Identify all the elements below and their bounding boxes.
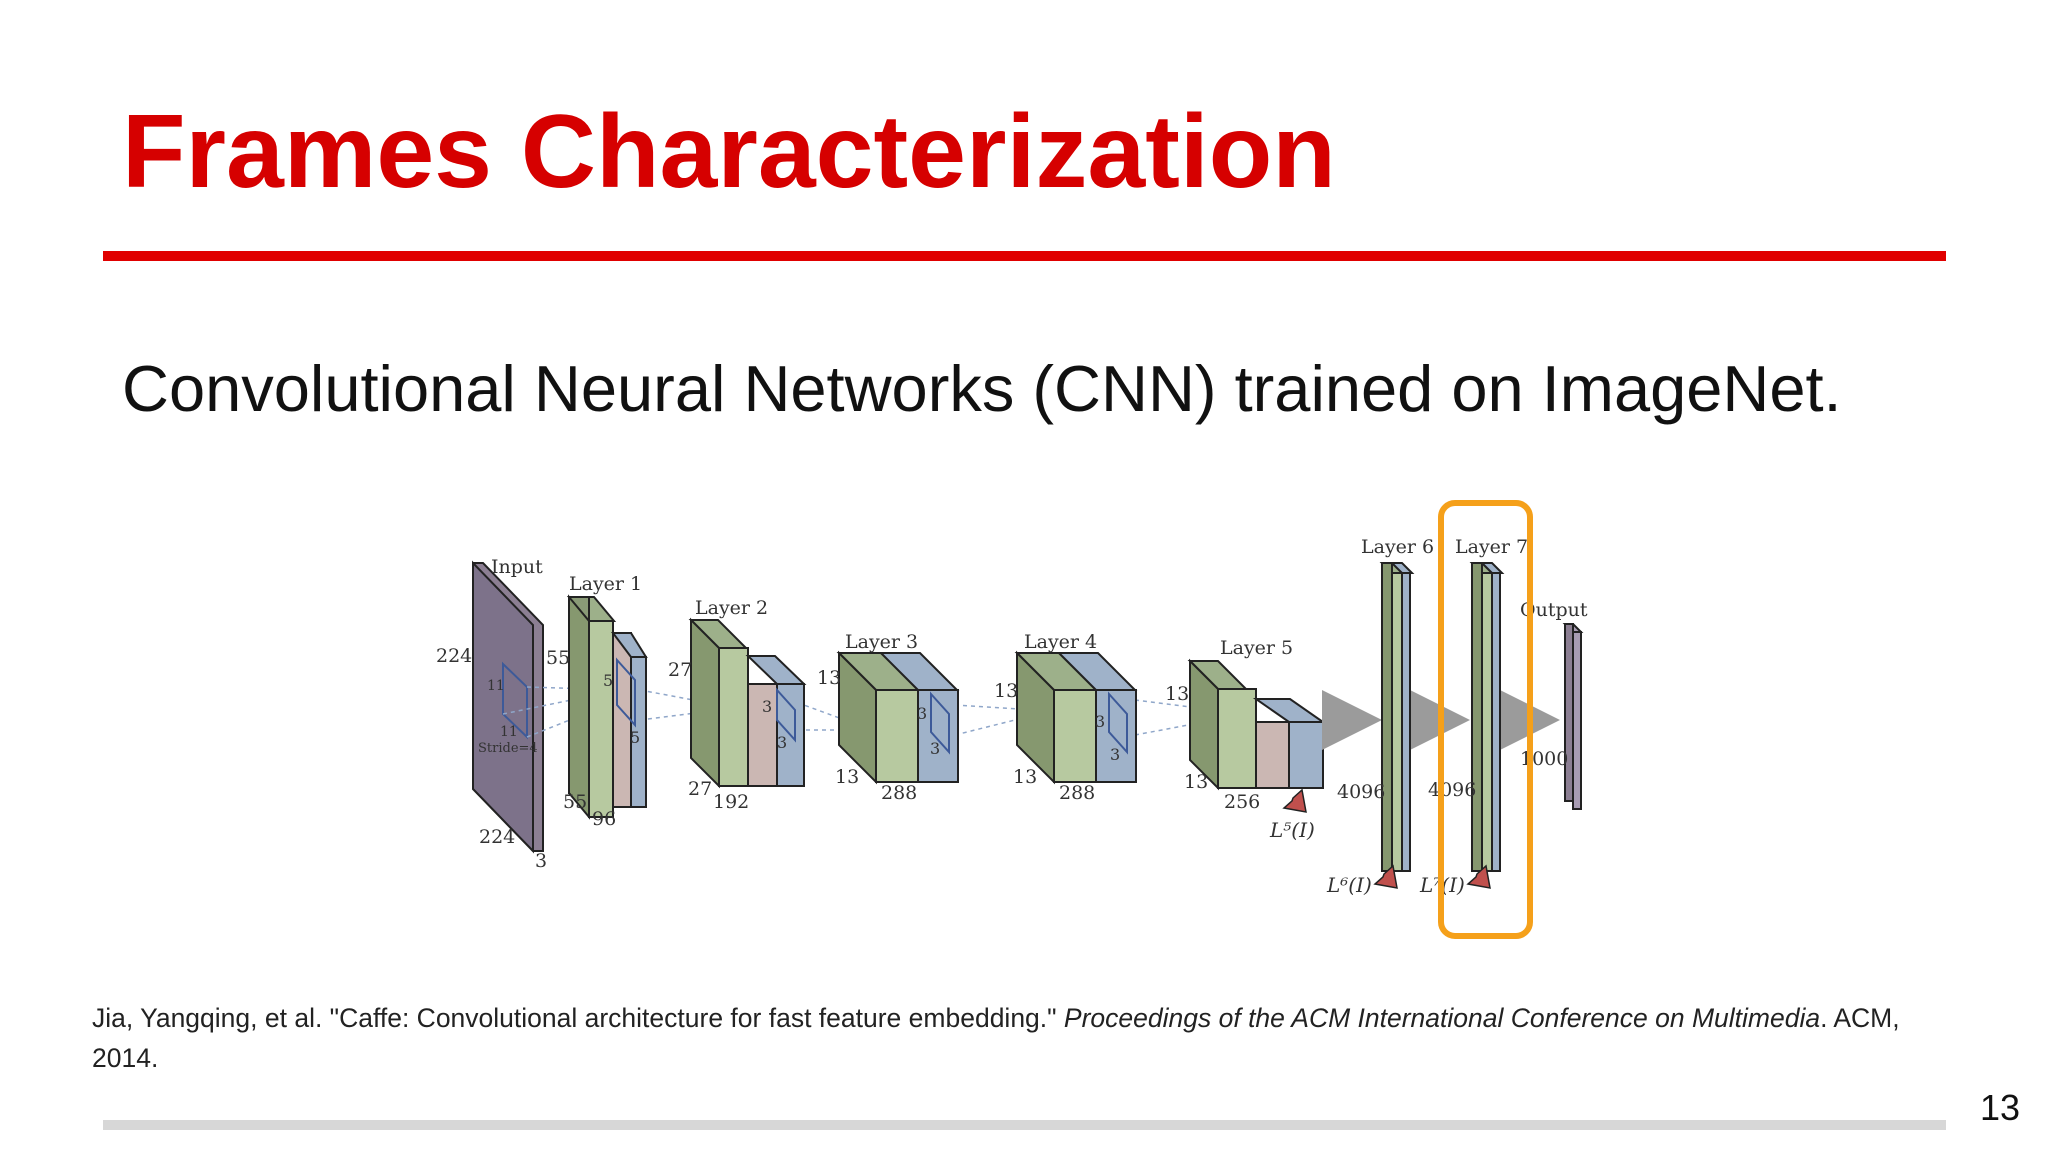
layer-2-size-bottom: 27: [688, 778, 712, 800]
kernel-height-label: 11: [500, 724, 518, 740]
layer-6-size: 4096: [1337, 781, 1385, 803]
layer-4-depth: 288: [1059, 782, 1095, 804]
layer-5-size-bottom: 13: [1184, 771, 1208, 793]
input-depth-label: 3: [535, 850, 547, 872]
citation-tail: . ACM, 2014.: [92, 1003, 1900, 1073]
layer-3-volume: [836, 650, 960, 785]
layer-2-kernel-a: 3: [762, 697, 772, 716]
slide-subtitle: Convolutional Neural Networks (CNN) trai…: [122, 352, 1842, 425]
output-label: Output: [1520, 599, 1588, 621]
citation: Jia, Yangqing, et al. "Caffe: Convolutio…: [92, 998, 1972, 1078]
layer-4-kernel-a: 3: [1095, 712, 1105, 731]
footer-rule: [103, 1120, 1946, 1130]
input-height-label: 224: [436, 645, 472, 667]
layer-3-kernel-b: 3: [930, 739, 940, 758]
layer-6-label: Layer 6: [1361, 536, 1434, 558]
layer-5-feature-arrow-icon: [1282, 788, 1307, 813]
layer-7-label: Layer 7: [1455, 536, 1528, 558]
input-volume: [472, 560, 544, 854]
layer-7-feature-arrow-icon: [1466, 864, 1491, 889]
layer-2-size-top: 27: [668, 659, 692, 681]
input-width-label: 224: [479, 826, 515, 848]
layer-1-kernel-a: 5: [603, 671, 613, 690]
layer-2-kernel-b: 3: [777, 733, 787, 752]
layer-1-volume: [566, 594, 648, 820]
slide-title: Frames Characterization: [122, 94, 1336, 210]
layer-3-depth: 288: [881, 782, 917, 804]
kernel-width-label: 11: [487, 678, 505, 694]
layer-1-kernel-b: 5: [630, 728, 640, 747]
layer-7-size: 4096: [1428, 779, 1476, 801]
layer-4-label: Layer 4: [1024, 631, 1097, 653]
title-underline: [103, 251, 1946, 261]
layer-3-label: Layer 3: [845, 631, 918, 653]
layer-7-highlight-box: [1438, 500, 1533, 939]
layer-3-kernel-a: 3: [917, 704, 927, 723]
layer-5-label: Layer 5: [1220, 637, 1293, 659]
layer-5-size-top: 13: [1165, 683, 1189, 705]
layer-4-kernel-b: 3: [1110, 745, 1120, 764]
layer-1-label: Layer 1: [569, 573, 642, 595]
layer-6-feature-label: L⁶(I): [1326, 873, 1372, 897]
layer-6-volume: [1379, 562, 1415, 872]
layer-1-size-bottom: 55: [563, 791, 587, 813]
layer-5-feature-label: L⁵(I): [1269, 818, 1315, 842]
layer-1-size-top: 55: [546, 647, 570, 669]
layer-7-volume: [1469, 562, 1505, 872]
page-number: 13: [1980, 1087, 2021, 1128]
layer-3-size-top: 13: [817, 667, 841, 689]
layer-1-depth: 96: [592, 808, 616, 830]
layer-6-feature-arrow-icon: [1373, 864, 1398, 889]
layer-2-volume: [688, 617, 807, 789]
layer-4-size-top: 13: [994, 680, 1018, 702]
layer-2-depth: 192: [713, 791, 749, 813]
layer-4-volume: [1014, 650, 1138, 785]
stride-label: Stride=4: [478, 741, 538, 756]
layer-4-size-bottom: 13: [1013, 766, 1037, 788]
layer-5-volume: [1187, 658, 1327, 791]
output-volume: [1562, 623, 1584, 810]
citation-text: Jia, Yangqing, et al. "Caffe: Convolutio…: [92, 1003, 1064, 1033]
citation-venue: Proceedings of the ACM International Con…: [1063, 1003, 1821, 1033]
layer-2-label: Layer 2: [695, 597, 768, 619]
layer-3-size-bottom: 13: [835, 766, 859, 788]
input-label: Input: [491, 556, 543, 578]
layer-5-depth: 256: [1224, 791, 1260, 813]
